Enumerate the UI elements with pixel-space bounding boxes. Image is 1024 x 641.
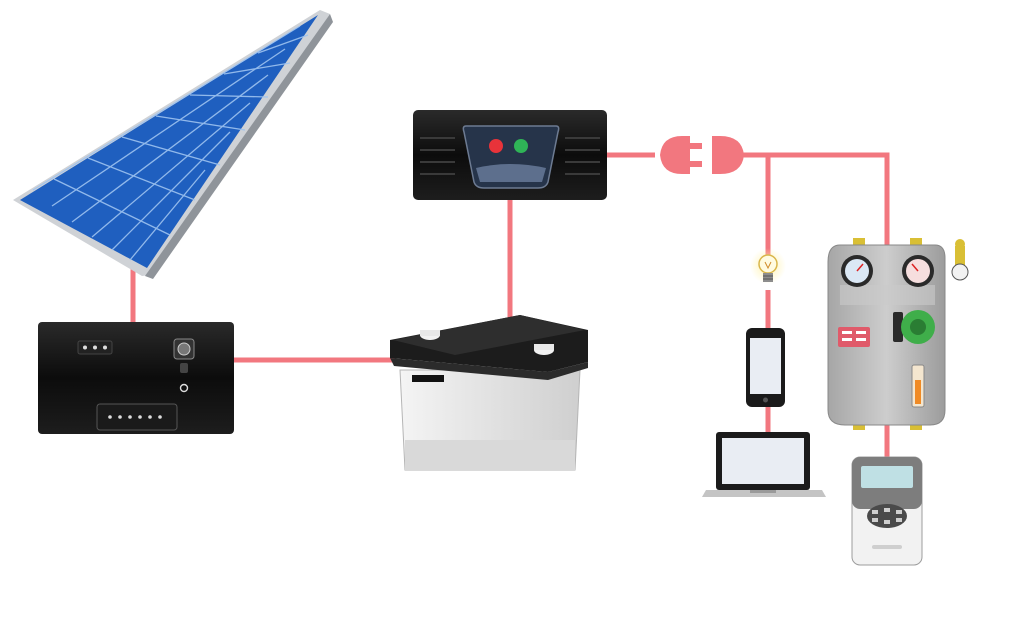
thermostat-controller-icon <box>851 456 923 566</box>
red-led-icon <box>489 139 503 153</box>
plug-icon <box>653 136 744 174</box>
inverter-icon <box>413 110 607 200</box>
wires <box>130 152 890 460</box>
solar-panel-icon <box>13 10 333 279</box>
charge-controller-icon <box>38 322 234 434</box>
laptop-icon <box>702 432 826 497</box>
smartphone-icon <box>746 328 785 407</box>
light-bulb-icon <box>750 248 786 284</box>
battery-icon <box>390 315 588 471</box>
wire-plug-pump <box>742 152 890 245</box>
pump-station-icon <box>827 238 969 430</box>
green-led-icon <box>514 139 528 153</box>
